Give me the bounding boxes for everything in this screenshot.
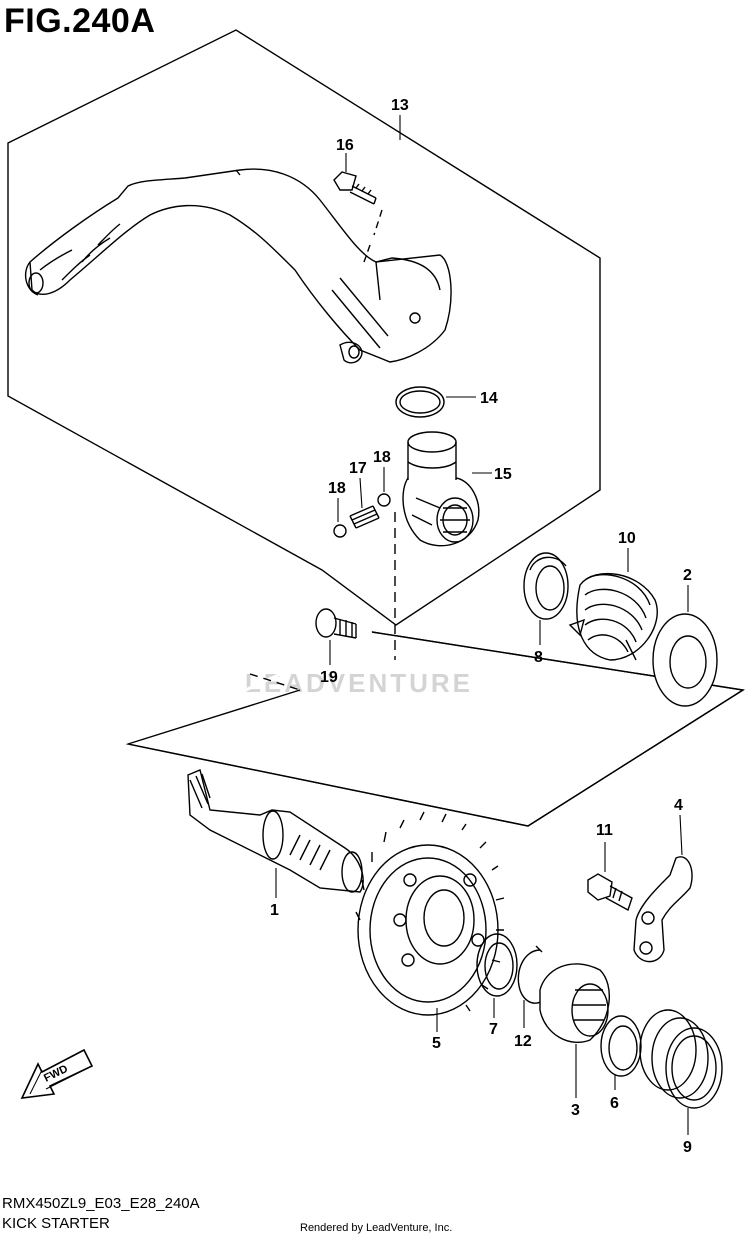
callout-3: 3 <box>571 1102 580 1119</box>
callout-19: 19 <box>320 669 338 686</box>
ball-part-18a <box>333 524 347 538</box>
callout-4: 4 <box>674 797 683 814</box>
washer-part-7 <box>476 933 518 997</box>
kick-gear-part-5 <box>355 811 505 1016</box>
callout-13: 13 <box>391 97 409 114</box>
callout-11: 11 <box>596 822 613 839</box>
callout-18-upper: 18 <box>373 449 391 466</box>
bolt-part-19 <box>315 512 396 660</box>
assembly-frame-upper <box>7 29 601 626</box>
callout-6: 6 <box>610 1095 619 1112</box>
callout-15: 15 <box>494 466 512 483</box>
ratchet-part-3 <box>539 963 610 1044</box>
spring-part-9 <box>639 1009 723 1109</box>
bolt-part-16 <box>333 171 383 263</box>
ball-part-18b <box>377 493 391 507</box>
callout-16: 16 <box>336 137 354 154</box>
fwd-arrow-icon <box>20 1048 94 1099</box>
callout-7: 7 <box>489 1021 498 1038</box>
rendered-by-credit: Rendered by LeadVenture, Inc. <box>300 1222 453 1234</box>
kick-starter-shaft-part-1 <box>187 769 364 893</box>
kick-shaft-collar-part-15 <box>402 431 480 547</box>
washer-part-8 <box>523 552 569 620</box>
torsion-spring-part-10 <box>568 572 658 661</box>
callout-18-lower: 18 <box>328 480 346 497</box>
callout-5: 5 <box>432 1035 441 1052</box>
bolt-part-11 <box>587 873 633 912</box>
callout-14: 14 <box>480 390 498 407</box>
leader-lines <box>275 115 689 1135</box>
washer-part-6 <box>600 1015 642 1077</box>
guide-plate-part-4 <box>633 856 693 963</box>
callout-12: 12 <box>514 1033 532 1050</box>
callout-17: 17 <box>349 460 367 477</box>
callout-8: 8 <box>534 649 543 666</box>
kick-starter-lever-part <box>24 168 452 364</box>
callout-2: 2 <box>683 567 692 584</box>
assembly-frame-lower <box>125 631 745 827</box>
o-ring-part-14 <box>395 386 445 418</box>
callout-9: 9 <box>683 1139 692 1156</box>
callout-1: 1 <box>270 902 279 919</box>
callout-10: 10 <box>618 530 636 547</box>
model-code: RMX450ZL9_E03_E28_240A <box>2 1195 200 1212</box>
figure-title: FIG.240A <box>4 2 156 40</box>
section-name: KICK STARTER <box>2 1215 110 1232</box>
spring-part-17 <box>349 505 380 529</box>
washer-part-2 <box>652 613 718 707</box>
